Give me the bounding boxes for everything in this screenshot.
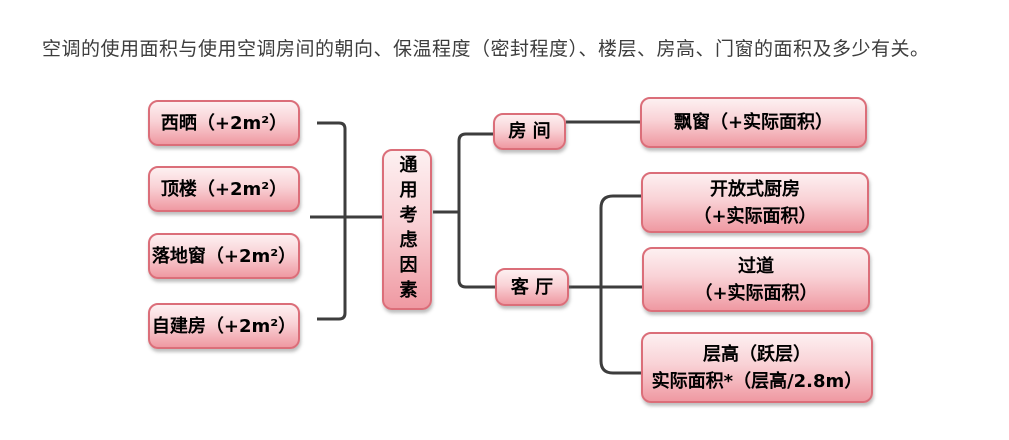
node-living-room: 客 厅 (495, 268, 569, 306)
room-living-bracket-line (457, 132, 495, 289)
node-open-kitchen: 开放式厨房 （+实际面积） (641, 172, 869, 233)
node-self-built-house: 自建房（+2m²） (148, 303, 300, 349)
left-bracket-line (317, 121, 347, 321)
node-room: 房 间 (493, 113, 566, 150)
node-bay-window: 飘窗（+实际面积） (640, 97, 867, 148)
node-floor-height: 层高（跃层） 实际面积*（层高/2.8m） (641, 332, 873, 403)
node-top-floor: 顶楼（+2m²） (148, 166, 300, 212)
livingroom-bracket-line (599, 194, 642, 375)
node-french-window: 落地窗（+2m²） (148, 233, 300, 279)
node-hallway: 过道 （+实际面积） (642, 247, 870, 312)
node-west-exposure: 西晒（+2m²） (148, 100, 300, 146)
node-general-considerations: 通用考虑因素 (382, 149, 432, 310)
diagram-caption: 空调的使用面积与使用空调房间的朝向、保温程度（密封程度）、楼层、房高、门窗的面积… (42, 38, 930, 60)
